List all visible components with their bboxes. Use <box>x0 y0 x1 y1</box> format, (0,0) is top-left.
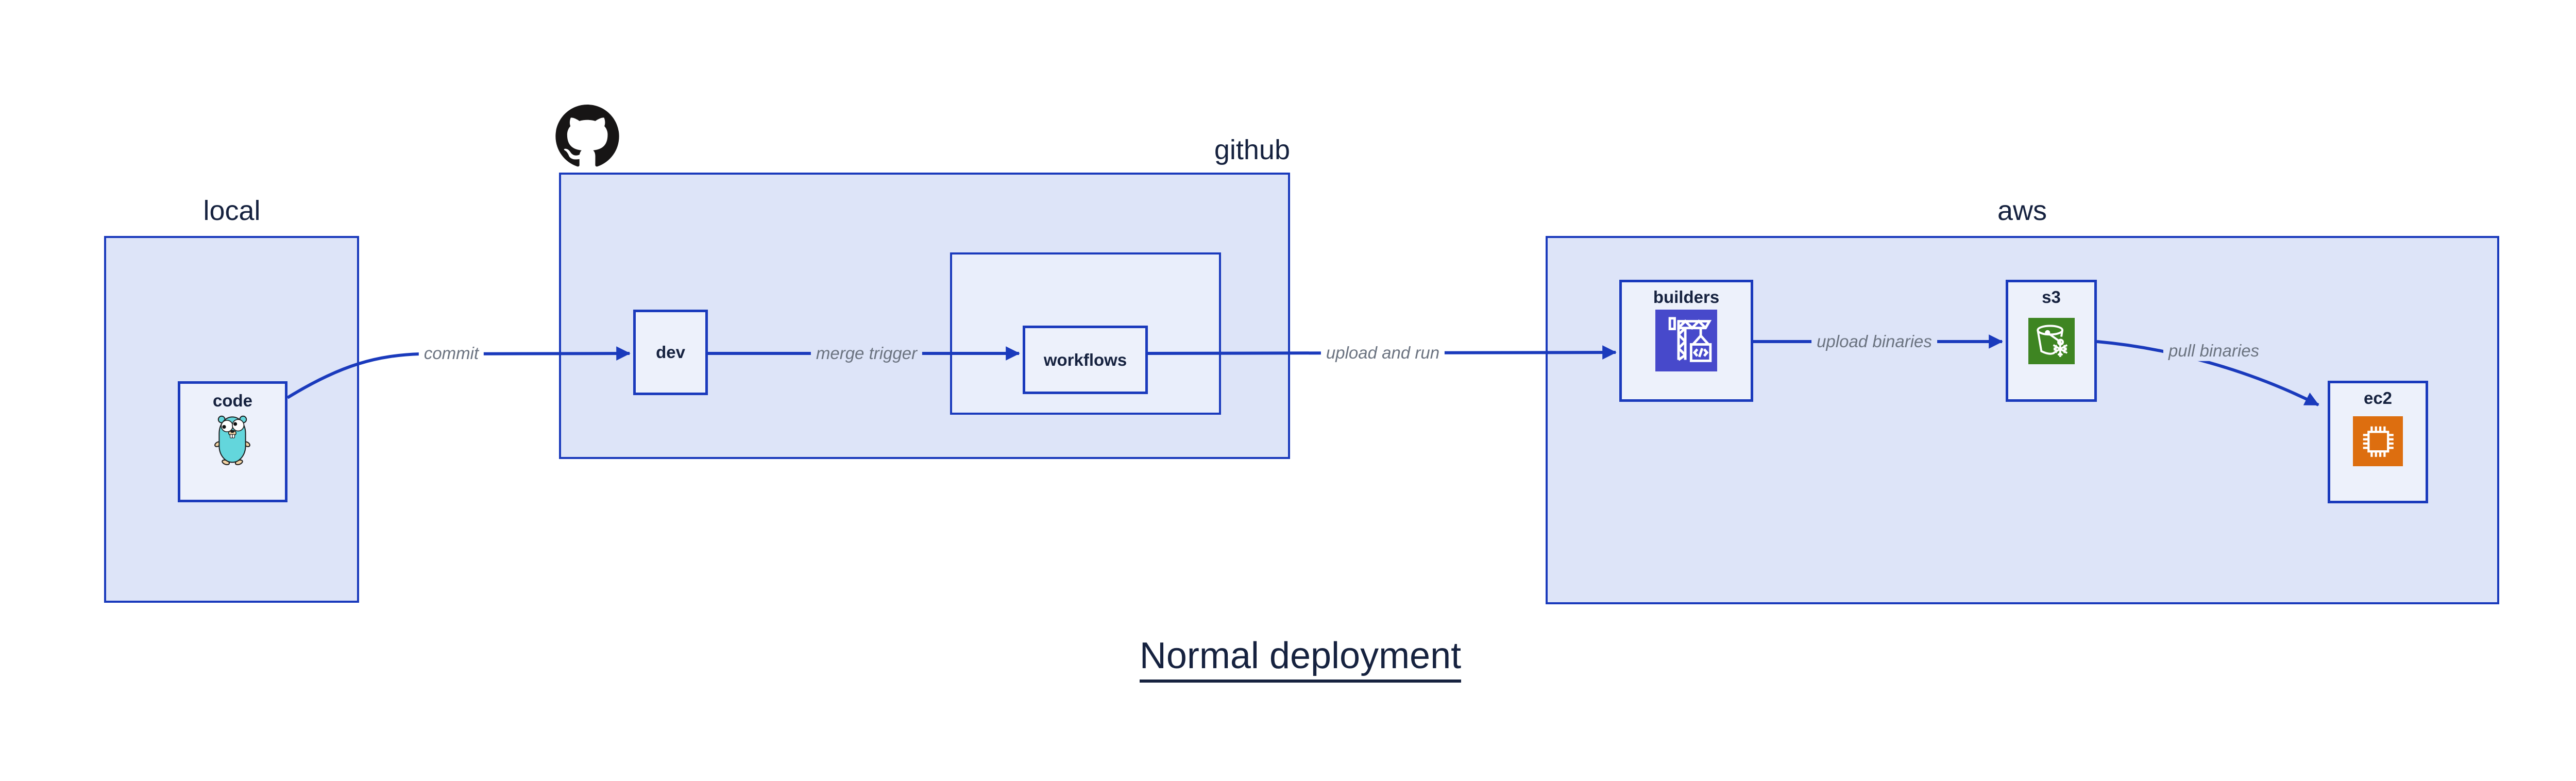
edge-label-merge-trigger: merge trigger <box>810 343 923 364</box>
go-gopher-icon <box>212 414 253 468</box>
code-node-label: code <box>212 391 253 410</box>
codebuild-crane-icon <box>1655 310 1717 374</box>
diagram-title: Normal deployment <box>1043 635 1558 683</box>
s3-node-label: s3 <box>2042 287 2061 307</box>
edge-label-upload-and-run: upload and run <box>1320 342 1445 364</box>
aws-group-label: aws <box>1997 195 2047 226</box>
edge-label-commit: commit <box>418 343 484 364</box>
diagram-title-text: Normal deployment <box>1139 635 1462 683</box>
edge-label-pull-binaries: pull binaries <box>2163 340 2265 362</box>
github-octocat-icon <box>555 105 619 169</box>
s3-glacier-bucket-icon <box>2028 318 2075 367</box>
builders-node-label: builders <box>1653 287 1720 307</box>
workflows-node-label: workflows <box>1043 350 1127 369</box>
dev-branch-node: dev <box>633 310 708 395</box>
github-group-label: github <box>1214 134 1290 165</box>
workflows-node: workflows <box>1023 326 1148 394</box>
dev-node-label: dev <box>656 343 685 362</box>
ec2-chip-icon <box>2353 416 2403 469</box>
ec2-node-label: ec2 <box>2363 388 2393 408</box>
edge-label-upload-binaries: upload binaries <box>1811 331 1937 352</box>
local-group-label: local <box>203 195 261 226</box>
